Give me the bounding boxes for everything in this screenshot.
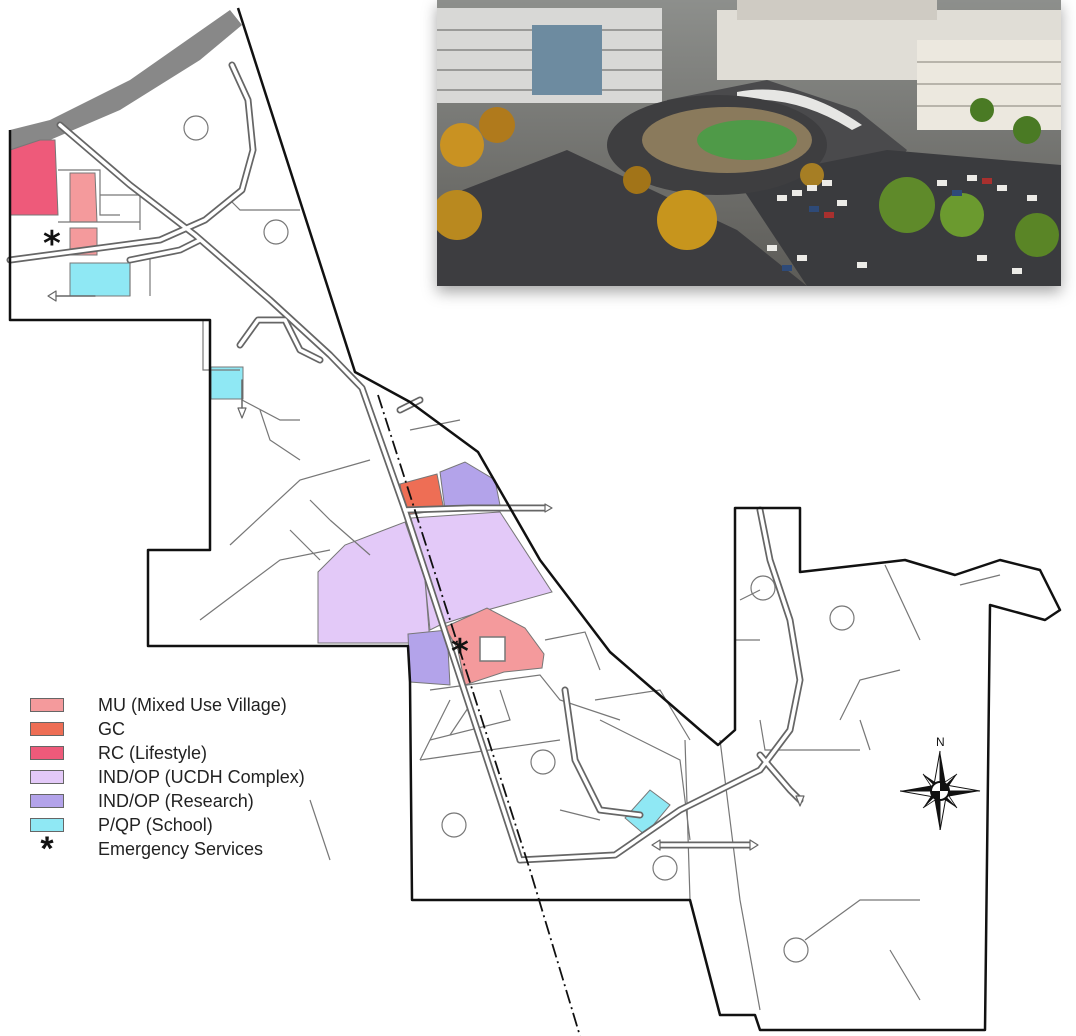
legend-label-school: P/QP (School): [98, 814, 213, 835]
plan-area-boundary: [8, 7, 1062, 1032]
rc-parcel: [9, 139, 59, 216]
parcel-lines: [58, 169, 1001, 1011]
legend-item-ind-ucdh: IND/OP (UCDH Complex): [30, 765, 390, 789]
school-parcel-3: [624, 789, 671, 836]
legend-star-icon: *: [40, 830, 54, 868]
legend-item-emergency: * Emergency Services: [30, 830, 390, 868]
gray-parcel: [10, 10, 242, 150]
legend-item-gc: GC: [30, 717, 390, 741]
legend-swatch-school: [30, 818, 64, 832]
legend-label-ind-research: IND/OP (Research): [98, 790, 254, 811]
land-use-parcels: [9, 139, 671, 836]
mu-parcel-nw-top: [69, 172, 98, 223]
map-legend: MU (Mixed Use Village) GC RC (Lifestyle)…: [30, 693, 390, 868]
roads: [6, 61, 805, 864]
compass-rose-icon: N: [900, 735, 981, 830]
dash-dot-line: [377, 394, 581, 1036]
aerial-campus-photo: [437, 0, 1061, 286]
emergency-marker-central: *: [451, 632, 469, 672]
emergency-marker-nw: *: [43, 224, 61, 264]
legend-item-rc: RC (Lifestyle): [30, 741, 390, 765]
legend-item-mu: MU (Mixed Use Village): [30, 693, 390, 717]
legend-item-school: P/QP (School): [30, 813, 390, 837]
school-parcel-2: [210, 366, 244, 400]
mu-central-courtyard: [479, 636, 506, 662]
compass-north-label: N: [936, 735, 945, 749]
legend-swatch-mu: [30, 698, 64, 712]
legend-label-rc: RC (Lifestyle): [98, 742, 208, 763]
park-circles: [183, 115, 855, 963]
legend-swatch-ind-ucdh: [30, 770, 64, 784]
legend-item-ind-research: IND/OP (Research): [30, 789, 390, 813]
legend-label-emergency: Emergency Services: [98, 838, 264, 859]
legend-label-gc: GC: [98, 718, 125, 739]
legend-swatch-rc: [30, 746, 64, 760]
legend-label-mu: MU (Mixed Use Village): [98, 694, 287, 715]
school-parcel-1: [69, 262, 131, 297]
research-parcel-1: [439, 461, 501, 511]
legend-label-ind-ucdh: IND/OP (UCDH Complex): [98, 766, 305, 787]
ucdh-parcel-east: [410, 511, 553, 631]
legend-swatch-ind-research: [30, 794, 64, 808]
legend-swatch-gc: [30, 722, 64, 736]
